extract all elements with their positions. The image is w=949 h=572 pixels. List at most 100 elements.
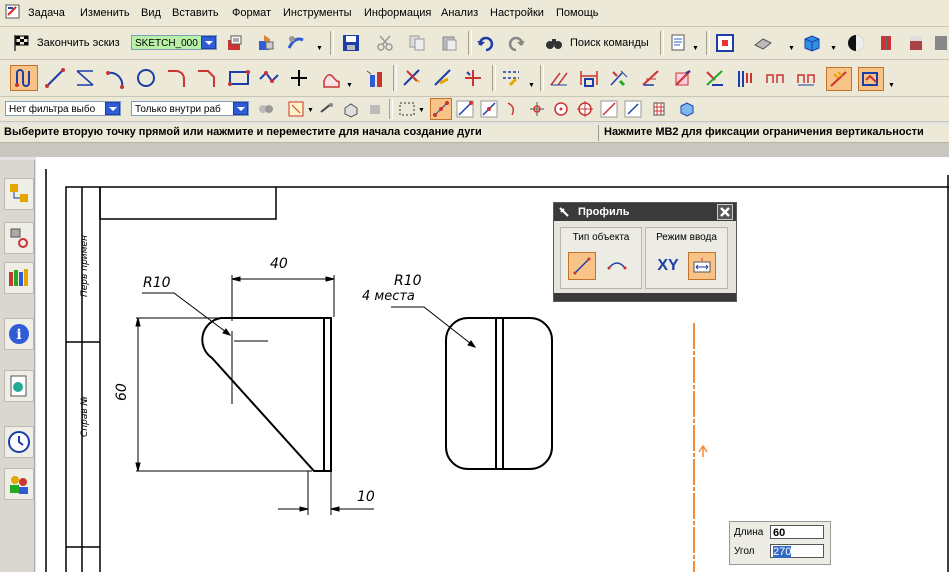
alternate-solution-icon[interactable] xyxy=(734,67,756,89)
quick-trim-icon[interactable] xyxy=(401,67,423,89)
selection-scope-select[interactable]: Только внутри раб xyxy=(131,101,249,116)
snap-end-point-icon[interactable] xyxy=(454,98,476,120)
sketch-style-icon[interactable] xyxy=(285,32,307,54)
document-icon[interactable] xyxy=(667,32,689,54)
general-select-icon[interactable] xyxy=(285,98,307,120)
render-style-icon[interactable] xyxy=(752,32,774,54)
angle-input[interactable]: 270 xyxy=(770,544,824,558)
menu-analysis[interactable]: Анализ xyxy=(441,7,479,19)
rectangle-select-icon[interactable] xyxy=(396,98,418,120)
finish-sketch-button[interactable]: Закончить эскиз xyxy=(37,37,120,49)
chevron-down-icon[interactable]: ▼ xyxy=(316,45,323,52)
snap-existing-point-icon[interactable] xyxy=(622,98,644,120)
shading-icon[interactable] xyxy=(845,32,867,54)
sketch-plane-icon[interactable] xyxy=(224,32,246,54)
snap-grid-icon[interactable] xyxy=(648,98,670,120)
derived-line-icon[interactable] xyxy=(74,67,96,89)
graphics-window[interactable]: Перв примен Справ № 40 60 10 R10 R10 4 м… xyxy=(36,157,949,572)
chevron-down-icon[interactable]: ▼ xyxy=(346,82,353,89)
profile-dialog-titlebar[interactable]: Профиль xyxy=(554,203,736,221)
select-filter-icon[interactable] xyxy=(255,98,277,120)
select-feature-icon[interactable] xyxy=(364,98,386,120)
constraint-parallel-icon[interactable] xyxy=(548,67,570,89)
point-tool-icon[interactable] xyxy=(288,67,310,89)
save-icon[interactable] xyxy=(340,32,362,54)
select-solid-icon[interactable] xyxy=(340,98,362,120)
chevron-down-icon[interactable]: ▼ xyxy=(888,82,895,89)
clip-view-icon[interactable] xyxy=(905,32,927,54)
chevron-down-icon[interactable]: ▼ xyxy=(528,82,535,89)
copy-icon[interactable] xyxy=(406,32,428,54)
chevron-down-icon[interactable]: ▼ xyxy=(788,45,795,52)
pin-icon[interactable] xyxy=(558,206,570,218)
length-input[interactable]: 60 xyxy=(770,525,824,539)
assembly-navigator-icon[interactable] xyxy=(4,178,34,210)
menu-help[interactable]: Помощь xyxy=(556,7,599,19)
undo-icon[interactable] xyxy=(474,32,496,54)
continuous-auto-dimension-icon[interactable] xyxy=(795,67,817,89)
menu-view[interactable]: Вид xyxy=(141,7,161,19)
background-icon[interactable] xyxy=(930,32,949,54)
menu-insert[interactable]: Вставить xyxy=(172,7,219,19)
info-icon[interactable]: i xyxy=(4,318,34,350)
fit-view-icon[interactable] xyxy=(714,32,736,54)
rectangle-tool-icon[interactable] xyxy=(228,67,250,89)
menu-settings[interactable]: Настройки xyxy=(490,7,544,19)
menu-tools[interactable]: Инструменты xyxy=(283,7,352,19)
snap-mid-point-icon[interactable] xyxy=(478,98,500,120)
snap-endpoints-icon[interactable] xyxy=(430,98,452,120)
reuse-library-icon[interactable] xyxy=(4,262,34,294)
snap-control-point-icon[interactable] xyxy=(502,98,524,120)
chevron-down-icon[interactable]: ▼ xyxy=(692,45,699,52)
cut-icon[interactable] xyxy=(374,32,396,54)
type-filter-select[interactable]: Нет фильтра выбо xyxy=(5,101,121,116)
make-corner-icon[interactable] xyxy=(462,67,484,89)
infer-constraints-icon[interactable] xyxy=(764,67,786,89)
convert-reference-icon[interactable] xyxy=(704,67,726,89)
circle-tool-icon[interactable] xyxy=(135,67,157,89)
polygon-tool-icon[interactable] xyxy=(258,67,280,89)
snap-view-icon[interactable] xyxy=(676,98,698,120)
chevron-down-icon[interactable]: ▼ xyxy=(830,45,837,52)
profile-tool-icon[interactable] xyxy=(10,65,38,91)
snap-arc-center-icon[interactable] xyxy=(550,98,572,120)
deselect-icon[interactable] xyxy=(316,98,338,120)
binoculars-icon[interactable] xyxy=(543,32,565,54)
menu-task[interactable]: Задача xyxy=(28,7,65,19)
relations-browser-icon[interactable] xyxy=(858,67,884,91)
chevron-down-icon[interactable]: ▼ xyxy=(418,107,425,114)
show-all-constraints-icon[interactable] xyxy=(640,67,662,89)
finish-flag-icon[interactable] xyxy=(10,32,32,54)
snap-point-on-curve-icon[interactable] xyxy=(598,98,620,120)
auto-constrain-icon[interactable] xyxy=(672,67,694,89)
fillet-tool-icon[interactable] xyxy=(165,67,187,89)
sketch-name-select[interactable]: SKETCH_000 xyxy=(131,35,217,50)
view-orient-icon[interactable] xyxy=(801,32,823,54)
constraint-navigator-icon[interactable] xyxy=(4,222,34,254)
object-type-line-button[interactable] xyxy=(568,252,596,280)
line-tool-icon[interactable] xyxy=(44,67,66,89)
section-view-icon[interactable] xyxy=(875,32,897,54)
studio-spline-icon[interactable] xyxy=(320,67,342,89)
coordinate-mode-button[interactable]: XY xyxy=(657,257,679,274)
sketch-operations-icon[interactable] xyxy=(364,67,386,89)
quick-extend-icon[interactable] xyxy=(432,67,454,89)
menu-format[interactable]: Формат xyxy=(232,7,272,19)
app-icon[interactable] xyxy=(4,3,22,21)
menu-edit[interactable]: Изменить xyxy=(80,7,130,19)
paste-icon[interactable] xyxy=(438,32,460,54)
snap-intersection-icon[interactable] xyxy=(526,98,548,120)
snap-point-icon[interactable] xyxy=(826,67,852,91)
close-icon[interactable] xyxy=(717,204,733,220)
menu-information[interactable]: Информация xyxy=(364,7,432,19)
reattach-icon[interactable] xyxy=(255,32,277,54)
command-search-button[interactable]: Поиск команды xyxy=(570,37,649,49)
object-type-arc-button[interactable] xyxy=(603,252,631,280)
dimension-icon[interactable] xyxy=(578,67,600,89)
arc-tool-icon[interactable] xyxy=(104,67,126,89)
offset-curve-icon[interactable] xyxy=(500,67,522,89)
parameter-mode-button[interactable] xyxy=(688,252,716,280)
chevron-down-icon[interactable]: ▼ xyxy=(307,107,314,114)
web-browser-icon[interactable] xyxy=(4,370,34,402)
snap-quadrant-icon[interactable] xyxy=(574,98,596,120)
